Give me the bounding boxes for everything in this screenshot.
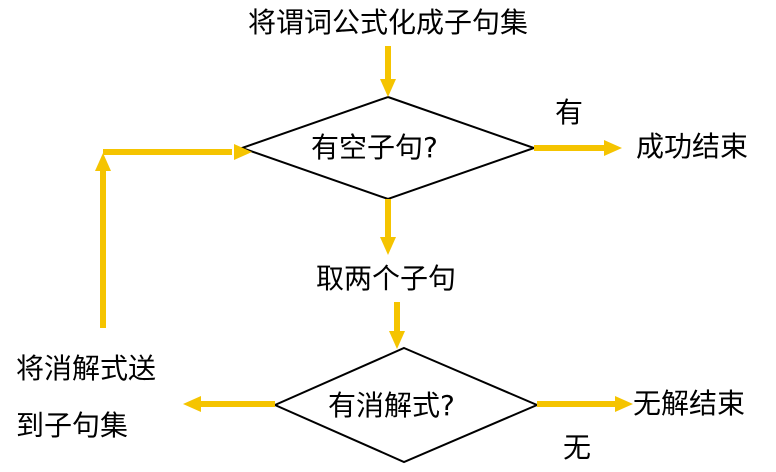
arrows-group <box>95 46 633 412</box>
loop-label-line2: 到子句集 <box>16 409 129 442</box>
decision1-yes-label: 有 <box>555 96 584 129</box>
start-label: 将谓词公式化成子句集 <box>248 6 529 39</box>
process-label: 取两个子句 <box>316 262 457 295</box>
arrowhead-decision2-to-fail <box>615 396 633 412</box>
arrowhead-decision1-to-process <box>380 237 396 255</box>
decision-diamond-resolvent <box>272 346 540 464</box>
decision2-no-label: 无 <box>563 431 592 464</box>
arrowhead-start-to-decision1 <box>380 79 396 97</box>
end-fail-label: 无解结束 <box>633 387 746 420</box>
arrowhead-decision1-to-success <box>604 140 622 156</box>
arrowhead-loop-up <box>95 153 111 171</box>
decision2-label: 有消解式? <box>328 389 455 422</box>
arrowhead-decision2-to-loop <box>183 396 201 412</box>
decision1-label: 有空子句? <box>311 131 438 164</box>
end-success-label: 成功结束 <box>636 130 749 163</box>
loop-label-line1: 将消解式送 <box>16 352 157 385</box>
arrowhead-loop-to-decision1 <box>234 144 252 160</box>
arrowhead-process-to-decision2 <box>389 331 405 349</box>
